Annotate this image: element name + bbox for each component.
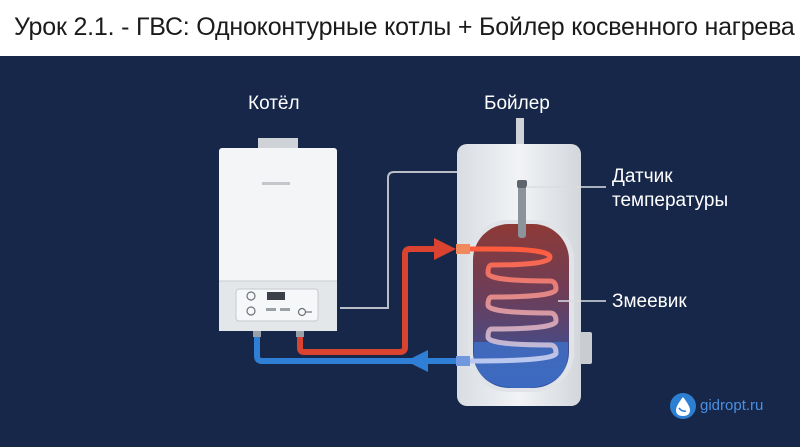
water-drop-logo-icon	[670, 393, 696, 419]
heating-coil	[459, 246, 559, 364]
coil-label: Змеевик	[612, 291, 687, 312]
cold-return-pipe	[254, 337, 468, 364]
tank-label: Бойлер	[484, 93, 550, 114]
gas-boiler-unit	[219, 138, 337, 337]
hot-supply-pipe	[297, 246, 436, 355]
title-bar: Урок 2.1. - ГВС: Одноконтурные котлы + Б…	[0, 0, 800, 56]
sensor-label-line2: температуры	[612, 190, 729, 211]
sensor-label-line1: Датчик	[612, 166, 673, 187]
indirect-boiler-tank	[456, 118, 592, 406]
watermark-text: gidropt.ru	[700, 397, 764, 414]
heating-diagram	[219, 118, 696, 419]
cold-flow-arrow	[406, 350, 428, 372]
temperature-sensor	[518, 182, 526, 238]
page-title: Урок 2.1. - ГВС: Одноконтурные котлы + Б…	[14, 13, 795, 41]
boiler-unit-label: Котёл	[248, 93, 300, 114]
diagram-stage: Котёл Бойлер Датчик температуры Змеевик …	[0, 56, 800, 447]
hot-flow-arrow	[434, 238, 456, 260]
